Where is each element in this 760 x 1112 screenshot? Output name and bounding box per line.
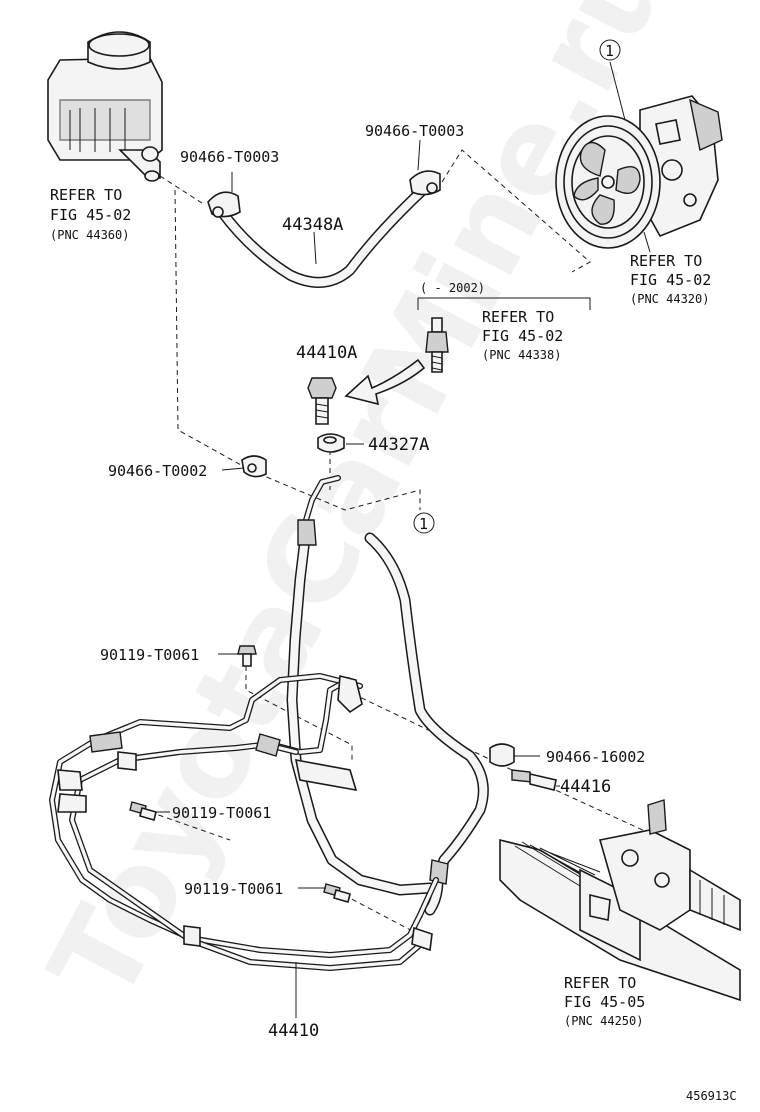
illustration-number: 456913C	[686, 1089, 737, 1103]
tube-assembly	[49, 673, 439, 971]
callout-top: 1	[599, 39, 621, 61]
refer-switch-line1: REFER TO	[482, 308, 554, 326]
refer-gear-line3: (PNC 44250)	[564, 1014, 643, 1028]
gasket-label: 44327A	[368, 435, 429, 455]
clamp-label-left: 90466-T0003	[180, 148, 279, 166]
steering-gear	[499, 799, 741, 1002]
refer-gear-line2: FIG 45-05	[564, 993, 645, 1011]
pressure-hose	[286, 475, 436, 896]
part-labels: REFER TO FIG 45-02 (PNC 44360) 90466-T00…	[50, 122, 737, 1103]
refer-reservoir-line1: REFER TO	[50, 186, 122, 204]
refer-reservoir-line3: (PNC 44360)	[50, 228, 129, 242]
gasket	[317, 433, 345, 453]
clamp-label-right: 90466-T0003	[365, 122, 464, 140]
suction-hose	[216, 182, 431, 288]
return-hose	[364, 532, 489, 916]
bolt-upper	[237, 645, 257, 667]
bolt-middle	[129, 801, 157, 821]
bolt-lower-label: 90119-T0061	[184, 880, 283, 898]
rack-union-label: 44416	[560, 777, 611, 797]
power-steering-pump	[555, 95, 723, 249]
rack-clamp-label: 90466-16002	[546, 748, 645, 766]
callout-middle: 1	[413, 512, 435, 534]
hose-clamp-left	[207, 191, 241, 218]
suction-hose-label: 44348A	[282, 215, 343, 235]
union-bolt	[307, 377, 337, 425]
rack-union	[489, 743, 557, 791]
bolt-lower	[323, 883, 351, 903]
hose-clamp-right	[409, 170, 441, 196]
assembly-dashed-lines	[149, 149, 661, 936]
bolt-upper-label: 90119-T0061	[100, 646, 199, 664]
pressure-switch	[417, 297, 591, 373]
refer-pump-line2: FIG 45-02	[630, 271, 711, 289]
svg-text:1: 1	[419, 515, 428, 533]
bolt-middle-label: 90119-T0061	[172, 804, 271, 822]
union-bolt-label: 44410A	[296, 343, 357, 363]
refer-switch-line2: FIG 45-02	[482, 327, 563, 345]
return-clamp	[241, 455, 267, 478]
refer-switch-line3: (PNC 44338)	[482, 348, 561, 362]
refer-pump-line3: (PNC 44320)	[630, 292, 709, 306]
refer-pump-line1: REFER TO	[630, 252, 702, 270]
refer-reservoir-line2: FIG 45-02	[50, 206, 131, 224]
tube-assembly-label: 44410	[268, 1021, 319, 1041]
reservoir-tank	[47, 31, 163, 182]
return-clamp-label: 90466-T0002	[108, 462, 207, 480]
svg-text:1: 1	[605, 42, 614, 60]
install-arrow	[344, 358, 426, 406]
refer-gear-line1: REFER TO	[564, 974, 636, 992]
date-range-label: ( - 2002)	[420, 281, 485, 295]
